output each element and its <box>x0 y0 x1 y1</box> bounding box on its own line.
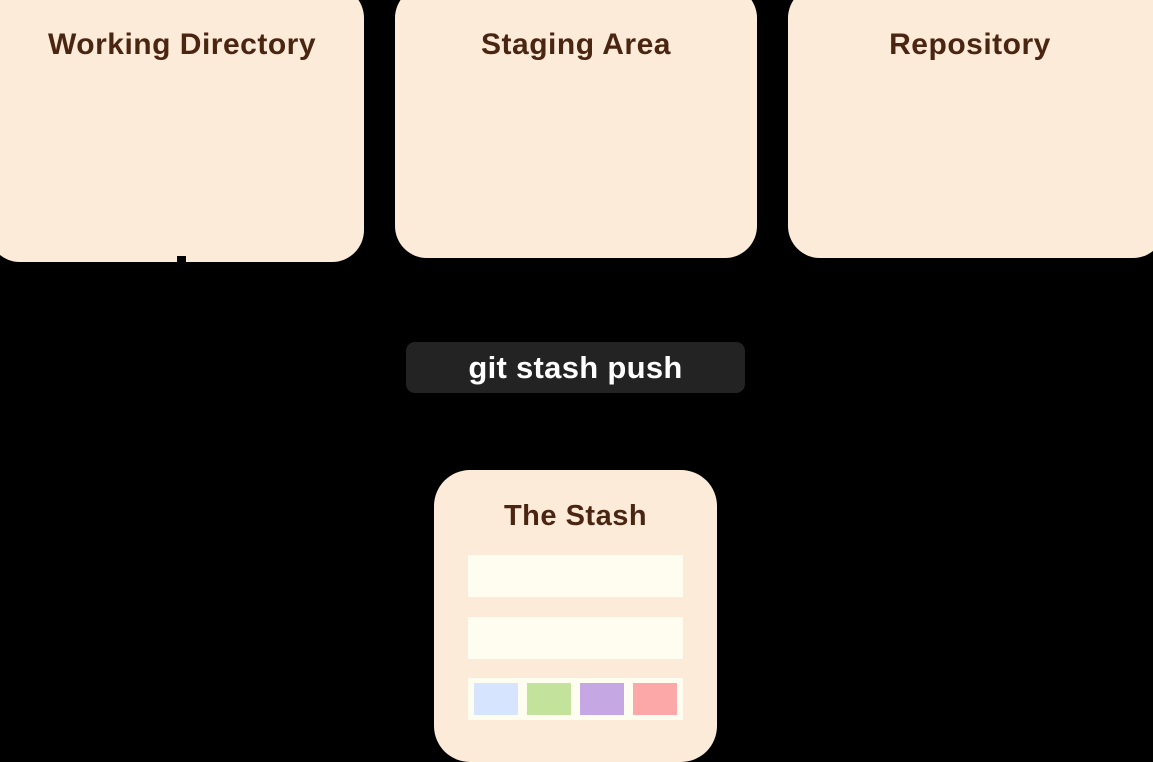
zone-the-stash-title: The Stash <box>503 500 648 532</box>
zone-the-stash[interactable]: The Stash <box>434 470 717 762</box>
zone-working-directory[interactable]: Working Directory <box>0 0 364 262</box>
chip-red <box>633 683 677 715</box>
chip-blue <box>474 683 518 715</box>
zone-working-directory-title: Working Directory <box>48 28 316 61</box>
stash-entry-1[interactable] <box>468 555 683 597</box>
git-stash-push-command-label: git stash push <box>468 349 683 385</box>
chip-purple <box>580 683 624 715</box>
stash-chip-row <box>468 678 683 720</box>
git-stash-push-command[interactable]: git stash push <box>406 342 745 393</box>
zone-staging-area[interactable]: Staging Area <box>395 0 757 258</box>
zone-staging-area-title: Staging Area <box>481 28 671 61</box>
chip-green <box>527 683 571 715</box>
stash-entry-2[interactable] <box>468 617 683 659</box>
working-directory-edge-notch <box>177 256 186 263</box>
zone-repository-title: Repository <box>889 28 1051 61</box>
zone-repository[interactable]: Repository <box>788 0 1153 258</box>
